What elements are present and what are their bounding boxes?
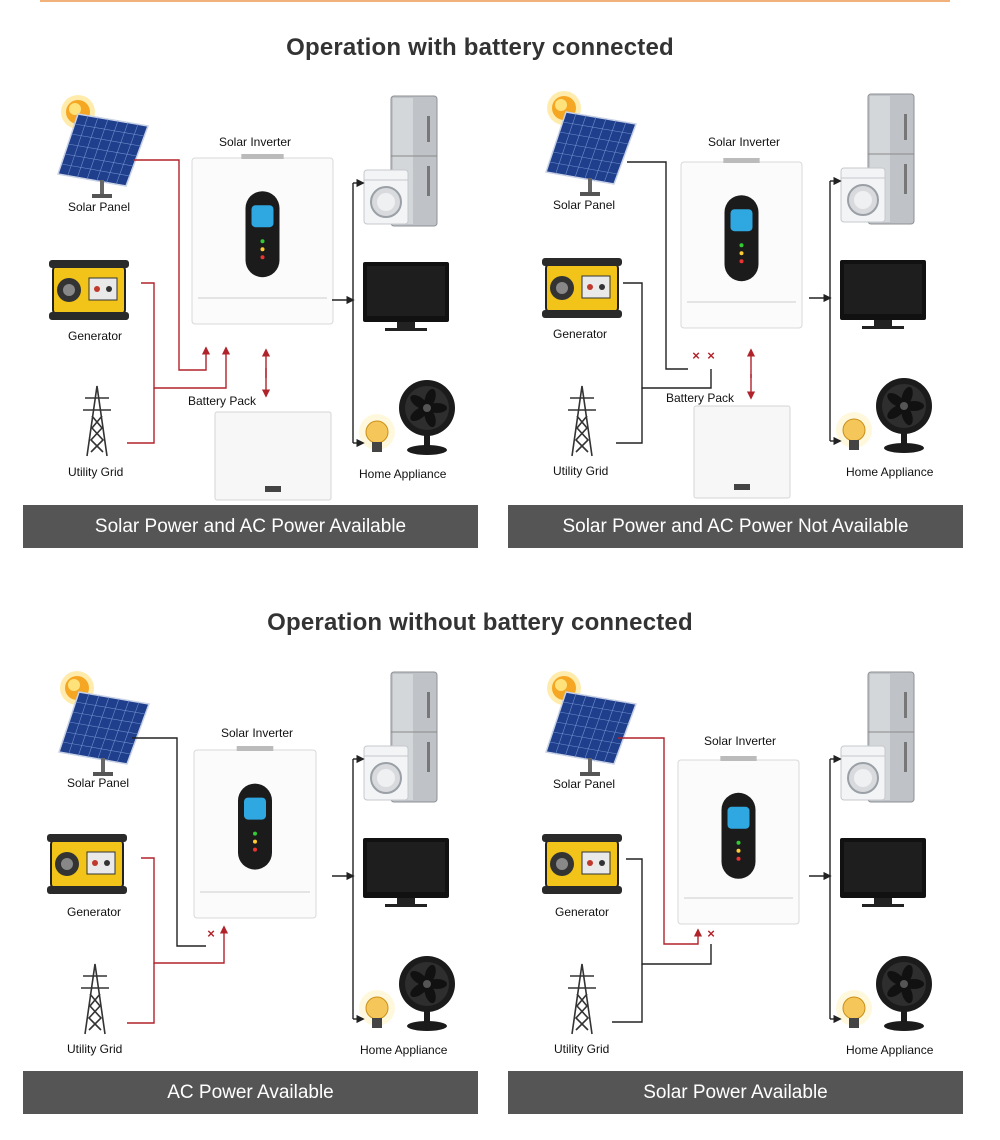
connection-line — [612, 964, 643, 1023]
tv-icon — [840, 260, 926, 329]
tv-icon — [840, 838, 926, 907]
diagram-panel-no-battery-solar: × Solar Panel Generator Utility Grid Sol… — [508, 648, 963, 1118]
disconnected-mark: × — [707, 348, 715, 363]
fan-icon — [399, 380, 455, 455]
solar-panel-icon — [545, 691, 638, 776]
inverter-icon — [680, 158, 803, 329]
solar-panel-label: Solar Panel — [67, 776, 130, 790]
utility-grid-icon — [568, 385, 596, 457]
inverter-icon — [677, 756, 800, 925]
bulb-icon — [359, 414, 395, 452]
bulb-icon — [359, 990, 395, 1028]
panel-caption: Solar Power and AC Power Not Available — [508, 505, 963, 548]
diagram-svg: × — [542, 671, 932, 1035]
disconnected-mark: × — [207, 926, 215, 941]
generator-icon — [47, 834, 127, 894]
generator-label: Generator — [555, 905, 610, 919]
utility-grid-icon — [81, 963, 109, 1035]
generator-icon — [542, 258, 622, 318]
solar-panel-icon — [58, 691, 151, 776]
generator-icon — [542, 834, 622, 894]
generator-label: Generator — [67, 905, 122, 919]
connection-line — [618, 737, 703, 945]
solar-panel-label: Solar Panel — [68, 200, 131, 214]
diagram-panel-battery-only: ×× Solar Panel Generator Utility Grid So… — [508, 78, 963, 548]
fan-icon — [876, 378, 932, 453]
home-appliance-label: Home Appliance — [846, 465, 934, 479]
solar-inverter-label: Solar Inverter — [221, 726, 294, 740]
bulb-icon — [836, 990, 872, 1028]
washer-icon — [840, 745, 886, 801]
solar-panel-icon — [57, 113, 150, 198]
diagram-panel-no-battery-ac: × Solar Panel Generator Utility Grid Sol… — [23, 648, 478, 1118]
generator-label: Generator — [68, 329, 123, 343]
fan-icon — [876, 956, 932, 1031]
disconnected-mark: × — [707, 926, 715, 941]
utility-grid-label: Utility Grid — [553, 464, 609, 478]
panel-caption: Solar Power and AC Power Available — [23, 505, 478, 548]
utility-grid-icon — [83, 385, 111, 457]
solar-inverter-label: Solar Inverter — [704, 734, 777, 748]
inverter-icon — [193, 746, 317, 919]
fan-icon — [399, 956, 455, 1031]
utility-grid-label: Utility Grid — [68, 465, 124, 479]
battery-pack-label: Battery Pack — [666, 391, 735, 405]
top-divider — [40, 0, 950, 2]
diagram-svg — [49, 95, 455, 501]
solar-panel-label: Solar Panel — [553, 777, 616, 791]
tv-icon — [363, 838, 449, 907]
utility-grid-label: Utility Grid — [67, 1042, 123, 1056]
home-appliance-label: Home Appliance — [846, 1043, 934, 1057]
home-appliance-label: Home Appliance — [359, 467, 447, 481]
diagram-svg: × — [47, 671, 455, 1035]
washer-icon — [363, 745, 409, 801]
panel-caption: Solar Power Available — [508, 1071, 963, 1114]
diagram-panel-battery-ac-solar: Solar Panel Generator Utility Grid Solar… — [23, 78, 478, 548]
battery-pack-label: Battery Pack — [188, 394, 257, 408]
connection-line — [132, 737, 206, 947]
bulb-icon — [836, 412, 872, 450]
section-title-without-battery: Operation without battery connected — [267, 609, 693, 636]
panel-caption: AC Power Available — [23, 1071, 478, 1114]
utility-grid-label: Utility Grid — [554, 1042, 610, 1056]
connection-line — [133, 159, 211, 371]
connection-line — [627, 161, 688, 370]
solar-panel-icon — [545, 111, 638, 196]
solar-inverter-label: Solar Inverter — [708, 135, 781, 149]
utility-grid-icon — [568, 963, 596, 1035]
connection-line — [127, 388, 155, 444]
solar-panel-label: Solar Panel — [553, 198, 616, 212]
generator-icon — [49, 260, 129, 320]
solar-inverter-label: Solar Inverter — [219, 135, 292, 149]
disconnected-mark: × — [692, 348, 700, 363]
inverter-icon — [191, 154, 334, 325]
connection-line — [127, 963, 155, 1024]
home-appliance-label: Home Appliance — [360, 1043, 448, 1057]
diagram-svg: ×× — [542, 91, 932, 499]
generator-label: Generator — [553, 327, 608, 341]
tv-icon — [363, 262, 449, 331]
battery-pack-icon — [214, 411, 332, 501]
washer-icon — [363, 169, 409, 225]
washer-icon — [840, 167, 886, 223]
battery-pack-icon — [693, 405, 791, 499]
section-title-with-battery: Operation with battery connected — [286, 34, 674, 61]
connection-line — [616, 388, 643, 444]
